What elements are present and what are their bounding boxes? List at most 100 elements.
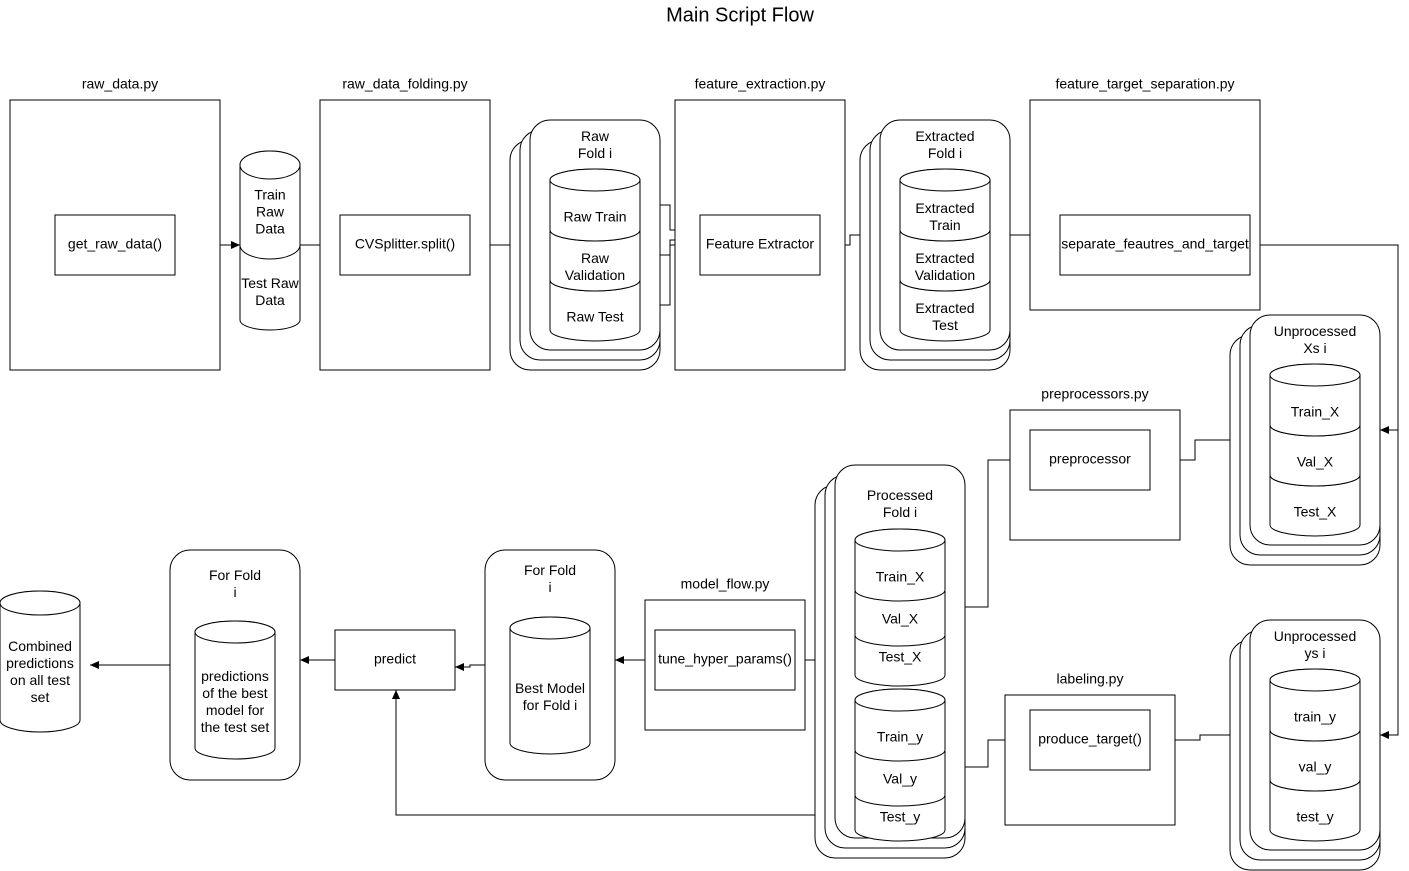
combined-predictions-cylinder	[0, 590, 81, 733]
produce-target-function-label: produce_target()	[1038, 731, 1142, 747]
raw-train-cylinder-top	[549, 168, 641, 192]
predictions-label-line-2: of the best	[202, 685, 267, 701]
processed-train-x-cylinder	[854, 528, 946, 602]
unprocessed-train-x-cylinder-top	[1269, 363, 1361, 387]
unprocessed-ys-title-line-2: ys i	[1305, 645, 1326, 661]
best-model-label-line-2: for Fold i	[523, 697, 577, 713]
processed-train-y-cylinder	[854, 688, 946, 762]
processed-train-x-cylinder-top	[854, 528, 946, 552]
raw-train-data-cylinder-top	[239, 150, 301, 180]
raw-train-cylinder	[549, 168, 641, 242]
edge-best-model-to-predict	[455, 663, 485, 671]
unprocessed-train-x-label-line-1: Train_X	[1291, 404, 1340, 420]
feature-extractor-function	[699, 214, 821, 276]
predictions-fold-title-line-2: i	[233, 584, 236, 600]
combined-predictions-label-line-1: Combined	[8, 638, 72, 654]
processed-train-y-cylinder-top	[854, 688, 946, 712]
tune-hyper-params-function-label: tune_hyper_params()	[658, 651, 792, 667]
raw-fold-title-line-1: Raw	[581, 128, 610, 144]
preprocessor-function-label: preprocessor	[1049, 451, 1131, 467]
best-model-fold-title-line-2: i	[548, 579, 551, 595]
extracted-train-label-line-1: Extracted	[915, 200, 974, 216]
separate-features-and-target-function	[1059, 214, 1251, 276]
raw-fold-title-line-2: Fold i	[578, 145, 612, 161]
raw-test-data-label-line-1: Test Raw	[241, 275, 299, 291]
unprocessed-test-y-label-line-1: test_y	[1296, 809, 1333, 825]
feature-extractor-function-label: Feature Extractor	[706, 236, 814, 252]
processed-val-y-label-line-1: Val_y	[883, 771, 917, 787]
edge-separator-to-unprocessed-ys	[1380, 430, 1399, 739]
get-raw-data-function-label: get_raw_data()	[68, 236, 162, 252]
raw-data-module-label: raw_data.py	[82, 76, 158, 92]
unprocessed-train-y-label-line-1: train_y	[1294, 709, 1336, 725]
best-model-cylinder	[509, 616, 591, 755]
predictions-cylinder	[194, 620, 276, 760]
combined-predictions-label-line-3: on all test	[10, 672, 70, 688]
unprocessed-test-x-label-line-1: Test_X	[1294, 504, 1337, 520]
preprocessors-module-label: preprocessors.py	[1041, 386, 1148, 402]
unprocessed-ys-title-line-1: Unprocessed	[1274, 628, 1357, 644]
extracted-validation-label-line-2: Validation	[915, 267, 975, 283]
combined-predictions-label-line-4: set	[31, 689, 50, 705]
unprocessed-xs-title-line-2: Xs i	[1303, 340, 1326, 356]
predictions-label-line-3: model for	[206, 702, 265, 718]
raw-train-data-label-line-1: Train	[254, 187, 285, 203]
feature-extraction-module-label: feature_extraction.py	[695, 76, 826, 92]
predict-function-label: predict	[374, 651, 416, 667]
feature-target-separation-module	[1029, 99, 1261, 311]
predictions-label-line-1: predictions	[201, 668, 269, 684]
processed-train-x-label-line-1: Train_X	[876, 569, 925, 585]
cv-splitter-function-label: CVSplitter.split()	[355, 236, 455, 252]
labeling-module-label: labeling.py	[1057, 671, 1124, 687]
edge-separator-to-unprocessed-xs	[1250, 244, 1399, 434]
unprocessed-val-x-label-line-1: Val_X	[1297, 454, 1334, 470]
best-model-label-line-1: Best Model	[515, 680, 585, 696]
combined-predictions-label-line-2: predictions	[6, 655, 74, 671]
extracted-validation-label-line-1: Extracted	[915, 250, 974, 266]
unprocessed-train-y-cylinder	[1269, 668, 1361, 742]
preprocessor-function	[1029, 429, 1151, 491]
unprocessed-xs-title-line-1: Unprocessed	[1274, 323, 1357, 339]
unprocessed-train-x-cylinder	[1269, 363, 1361, 437]
raw-validation-label-line-2: Validation	[565, 267, 625, 283]
extracted-train-cylinder-top	[899, 168, 991, 192]
processed-train-y-label-line-1: Train_y	[877, 729, 923, 745]
raw-train-data-cylinder	[239, 150, 301, 260]
produce-target-function	[1029, 709, 1151, 771]
predictions-fold-title-line-1: For Fold	[209, 567, 261, 583]
unprocessed-train-y-cylinder-top	[1269, 668, 1361, 692]
edge-preprocessor-to-processed-x	[945, 459, 1030, 611]
processed-val-x-label-line-1: Val_X	[882, 611, 919, 627]
extracted-test-label-line-2: Test	[932, 317, 958, 333]
raw-validation-label-line-1: Raw	[581, 250, 610, 266]
unprocessed-val-y-label-line-1: val_y	[1299, 759, 1332, 775]
processed-fold-title-line-2: Fold i	[883, 504, 917, 520]
edge-test-y-to-predict	[392, 690, 855, 816]
raw-train-data-label-line-2: Raw	[256, 204, 285, 220]
extracted-fold-title-line-2: Fold i	[928, 145, 962, 161]
processed-fold-title-line-1: Processed	[867, 487, 933, 503]
feature-target-separation-module-label: feature_target_separation.py	[1055, 76, 1234, 92]
processed-test-x-label-line-1: Test_X	[879, 649, 922, 665]
predict-function	[334, 629, 456, 691]
tune-hyper-params-function	[654, 629, 796, 691]
processed-test-y-label-line-1: Test_y	[880, 809, 920, 825]
best-model-cylinder-top	[509, 616, 591, 640]
raw-test-data-label-line-2: Data	[255, 292, 285, 308]
get-raw-data-function	[54, 214, 176, 276]
extracted-train-label-line-2: Train	[929, 217, 960, 233]
best-model-fold-title-line-1: For Fold	[524, 562, 576, 578]
model-flow-module-label: model_flow.py	[681, 576, 770, 592]
extracted-fold-title-line-1: Extracted	[915, 128, 974, 144]
extracted-train-cylinder	[899, 168, 991, 242]
cv-splitter-function	[339, 214, 471, 276]
extracted-test-label-line-1: Extracted	[915, 300, 974, 316]
predictions-cylinder-top	[194, 620, 276, 644]
raw-train-data-label-line-3: Data	[255, 221, 285, 237]
raw-data-folding-module-label: raw_data_folding.py	[342, 76, 467, 92]
separate-features-and-target-function-label: separate_feautres_and_target	[1061, 236, 1249, 252]
raw-test-label-line-1: Raw Test	[566, 309, 623, 325]
combined-predictions-cylinder-top	[0, 590, 81, 616]
diagram-title: Main Script Flow	[666, 4, 814, 26]
